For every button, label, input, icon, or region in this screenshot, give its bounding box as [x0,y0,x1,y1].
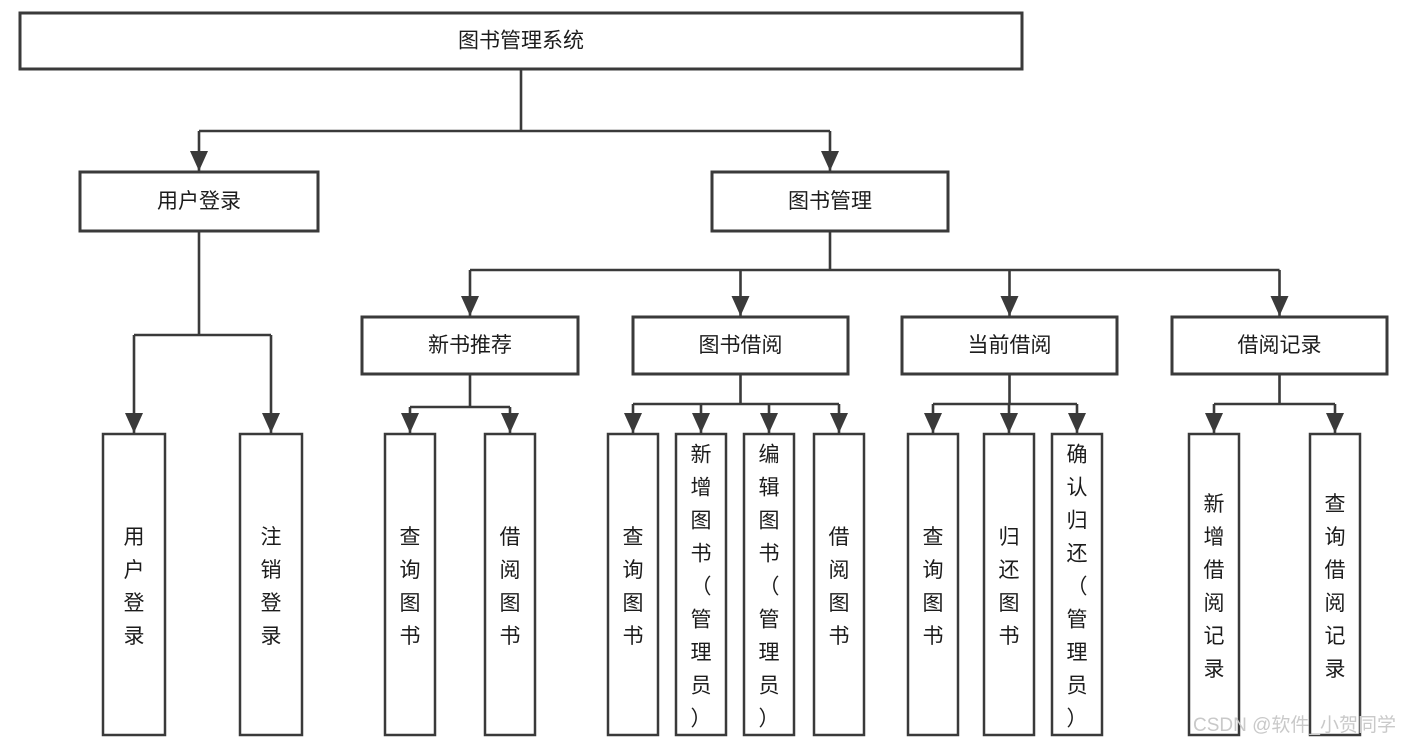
node-label-leaf-query-book-3: 查询图书 [923,526,944,648]
node-leaf-return-book[interactable]: 归还图书 [982,432,1036,737]
node-label-leaf-query-book-2: 查询图书 [623,526,644,648]
node-box-book-manage [710,170,950,233]
node-leaf-user-login[interactable]: 用户登录 [101,432,167,737]
node-label-leaf-add-book: 新增图书（管理员） [691,444,712,731]
node-label-current-borrow: 当前借阅 [968,334,1052,357]
node-label-book-manage: 图书管理 [788,190,872,213]
node-box-root [18,11,1024,71]
arrow-head-user-login [190,151,208,171]
node-box-leaf-user-login [101,432,167,737]
node-box-leaf-query-book-2 [606,432,660,737]
arrow-head-leaf-query-book-1 [401,413,419,433]
arrow-head-leaf-borrow-book-1 [501,413,519,433]
node-box-leaf-edit-book [742,432,796,737]
connector-layer [125,69,1344,433]
node-label-leaf-return-book: 归还图书 [999,526,1020,648]
arrow-head-leaf-user-login [125,413,143,433]
node-leaf-borrow-book-1[interactable]: 借阅图书 [483,432,537,737]
arrow-head-borrow-record [1270,296,1289,316]
arrow-head-leaf-confirm-return [1068,413,1086,433]
node-layer: 图书管理系统用户登录图书管理新书推荐图书借阅当前借阅借阅记录用户登录注销登录查询… [18,11,1389,737]
node-box-leaf-query-record [1308,432,1362,737]
node-box-leaf-add-record [1187,432,1241,737]
node-root[interactable]: 图书管理系统 [18,11,1024,71]
node-box-leaf-logout [238,432,304,737]
arrow-head-book-manage [821,151,839,171]
node-book-manage[interactable]: 图书管理 [710,170,950,233]
node-label-leaf-query-book-1: 查询图书 [400,526,421,648]
node-box-book-borrow [631,315,850,376]
node-box-current-borrow [900,315,1119,376]
arrow-head-leaf-query-record [1326,413,1344,433]
node-leaf-query-record[interactable]: 查询借阅记录 [1308,432,1362,737]
node-label-leaf-borrow-book-1: 借阅图书 [500,526,521,648]
node-label-book-borrow: 图书借阅 [699,334,783,357]
node-leaf-add-record[interactable]: 新增借阅记录 [1187,432,1241,737]
node-leaf-edit-book[interactable]: 编辑图书（管理员） [742,432,796,737]
node-label-leaf-user-login: 用户登录 [124,526,145,648]
node-box-leaf-borrow-book-1 [483,432,537,737]
node-label-leaf-edit-book: 编辑图书（管理员） [759,444,780,731]
node-label-borrow-record: 借阅记录 [1238,334,1322,357]
node-book-borrow[interactable]: 图书借阅 [631,315,850,376]
node-box-leaf-add-book [674,432,728,737]
node-label-new-book-rec: 新书推荐 [428,334,512,357]
node-box-leaf-borrow-book-2 [812,432,866,737]
arrow-head-leaf-borrow-book-2 [830,413,848,433]
node-label-leaf-logout: 注销登录 [261,526,282,648]
arrow-head-book-borrow [731,296,750,316]
node-label-root: 图书管理系统 [458,30,584,53]
arrow-head-leaf-query-book-2 [624,413,642,433]
node-box-new-book-rec [360,315,580,376]
node-leaf-add-book[interactable]: 新增图书（管理员） [674,432,728,737]
node-box-leaf-confirm-return [1050,432,1104,737]
node-label-leaf-query-record: 查询借阅记录 [1325,493,1346,681]
node-label-leaf-confirm-return: 确认归还（管理员） [1067,444,1088,731]
node-leaf-query-book-2[interactable]: 查询图书 [606,432,660,737]
node-current-borrow[interactable]: 当前借阅 [900,315,1119,376]
node-box-leaf-query-book-3 [906,432,960,737]
arrow-head-current-borrow [1000,296,1019,316]
arrow-head-leaf-return-book [1000,413,1018,433]
node-leaf-query-book-1[interactable]: 查询图书 [383,432,437,737]
node-box-leaf-query-book-1 [383,432,437,737]
node-user-login[interactable]: 用户登录 [78,170,320,233]
node-new-book-rec[interactable]: 新书推荐 [360,315,580,376]
node-leaf-logout[interactable]: 注销登录 [238,432,304,737]
node-label-leaf-borrow-book-2: 借阅图书 [829,526,850,648]
node-borrow-record[interactable]: 借阅记录 [1170,315,1389,376]
node-box-leaf-return-book [982,432,1036,737]
node-leaf-borrow-book-2[interactable]: 借阅图书 [812,432,866,737]
node-box-user-login [78,170,320,233]
csdn-watermark: CSDN @软件_小贺同学 [1193,714,1396,736]
node-label-user-login: 用户登录 [157,190,241,213]
node-leaf-confirm-return[interactable]: 确认归还（管理员） [1050,432,1104,737]
arrow-head-leaf-add-book [692,413,710,433]
arrow-head-leaf-add-record [1205,413,1223,433]
arrow-head-leaf-query-book-3 [924,413,942,433]
node-label-leaf-add-record: 新增借阅记录 [1204,493,1225,681]
node-box-borrow-record [1170,315,1389,376]
arrow-head-leaf-edit-book [760,413,778,433]
arrow-head-new-book-rec [461,296,479,316]
node-leaf-query-book-3[interactable]: 查询图书 [906,432,960,737]
arrow-head-leaf-logout [262,413,280,433]
